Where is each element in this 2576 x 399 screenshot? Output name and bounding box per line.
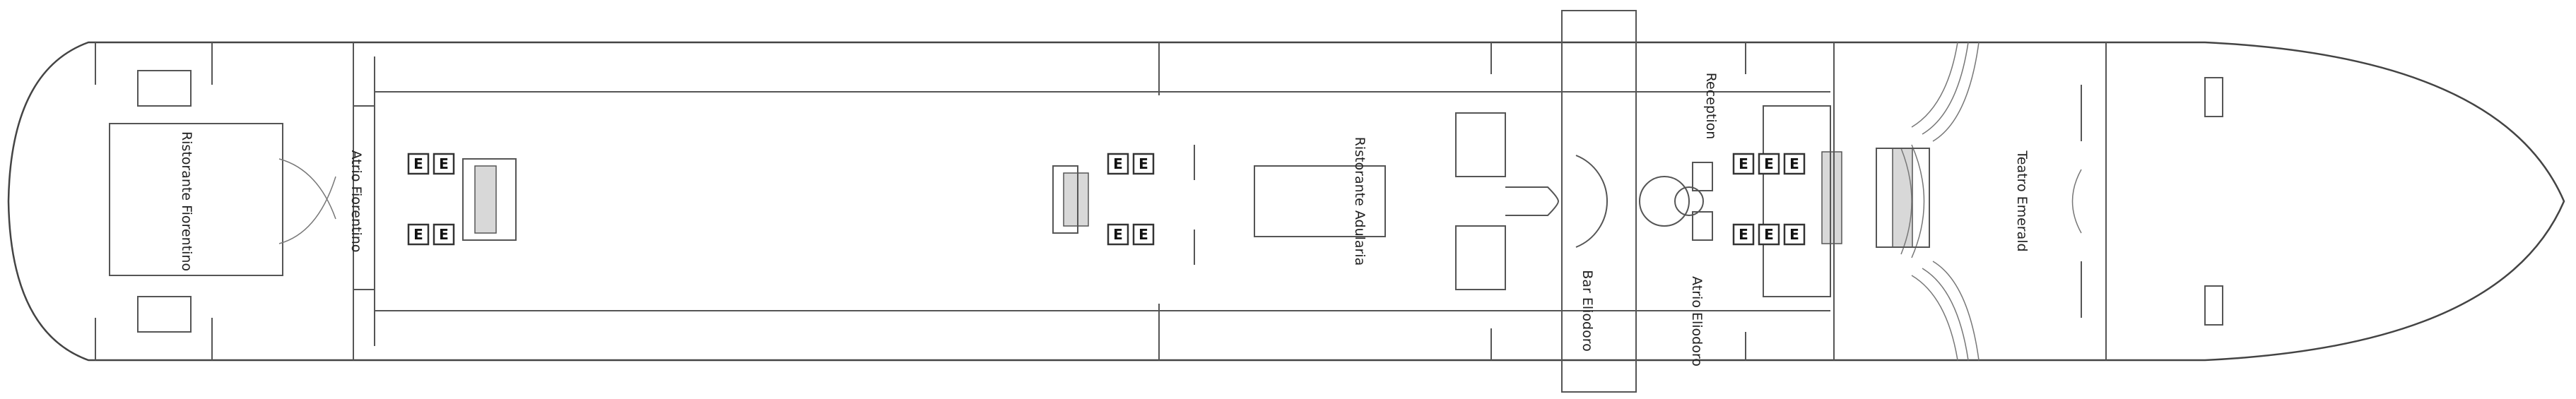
elevator-mid-upper-1: E	[1107, 153, 1129, 175]
room-label-atrio-eliodoro: Atrio Eliodoro	[1689, 276, 1705, 367]
aft-stair-housing	[462, 158, 517, 241]
midship-partitions	[1052, 42, 1386, 360]
room-label-bar-eliodoro: Bar Eliodoro	[1580, 270, 1595, 351]
room-label-ristorante-fiorentino: Ristorante Fiorentino	[179, 131, 194, 271]
elevator-fwd-upper-3: E	[1783, 153, 1806, 175]
elevator-aft-lower-1: E	[407, 223, 430, 246]
elevator-mid-upper-2: E	[1132, 153, 1155, 175]
elevator-label: E	[439, 155, 449, 172]
elevator-label: E	[1113, 155, 1123, 172]
elevator-label: E	[1789, 226, 1799, 243]
elevator-label: E	[1113, 226, 1123, 243]
stairs-fwd-right	[1892, 148, 1913, 248]
elevator-aft-upper-1: E	[407, 153, 430, 175]
elevator-mid-lower-2: E	[1132, 223, 1155, 246]
elevator-fwd-upper-1: E	[1732, 153, 1755, 175]
elevator-mid-lower-1: E	[1107, 223, 1129, 246]
elevator-fwd-lower-3: E	[1783, 223, 1806, 246]
central-atrium	[1455, 10, 1713, 393]
stairs-aft	[474, 165, 497, 234]
stairs-fwd-left	[1821, 151, 1842, 244]
elevator-label: E	[413, 155, 423, 172]
elevator-label: E	[1764, 155, 1774, 172]
elevator-label: E	[1139, 226, 1148, 243]
elevator-fwd-upper-2: E	[1758, 153, 1780, 175]
ship-hull-outline	[7, 41, 2565, 362]
theatre-section	[1745, 42, 2223, 361]
elevator-label: E	[1739, 155, 1748, 172]
elevator-fwd-lower-1: E	[1732, 223, 1755, 246]
reception-desk	[1639, 176, 1690, 227]
elevator-label: E	[1789, 155, 1799, 172]
elevator-fwd-lower-2: E	[1758, 223, 1780, 246]
elevator-label: E	[439, 226, 449, 243]
elevator-label: E	[413, 226, 423, 243]
room-label-atrio-fiorentino: Atrio Fiorentino	[348, 150, 364, 253]
room-label-teatro-emerald: Teatro Emerald	[2014, 150, 2030, 251]
stern-section	[95, 42, 375, 360]
elevator-aft-lower-2: E	[433, 223, 455, 246]
elevator-label: E	[1764, 226, 1774, 243]
room-label-reception: Reception	[1703, 73, 1719, 140]
room-label-ristorante-adularia: Ristorante Adularia	[1352, 137, 1368, 266]
stairs-midship	[1063, 172, 1089, 227]
elevator-aft-upper-2: E	[433, 153, 455, 175]
elevator-label: E	[1739, 226, 1748, 243]
elevator-label: E	[1139, 155, 1148, 172]
